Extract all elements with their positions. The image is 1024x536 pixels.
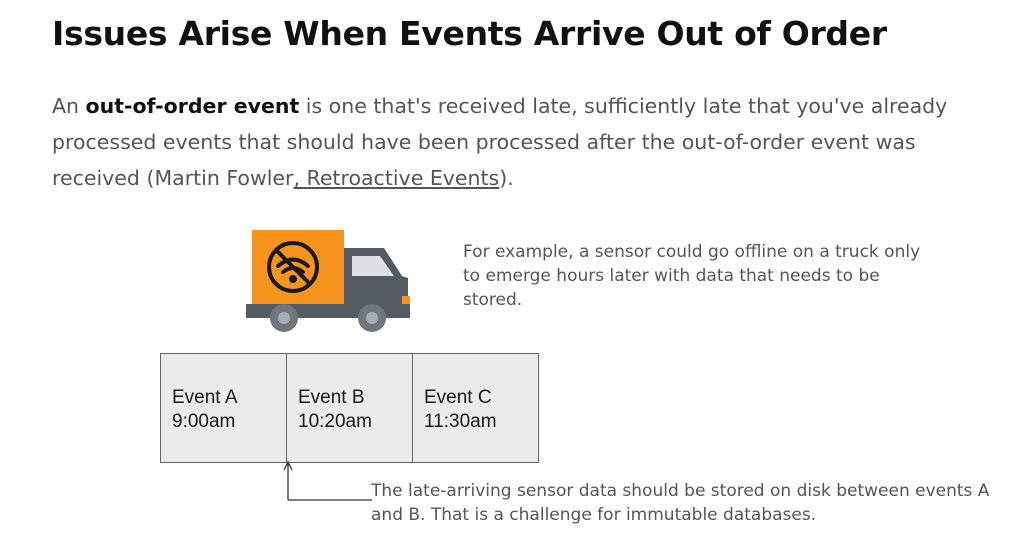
- event-c-name: Event C: [424, 387, 492, 408]
- insertion-arrow: [283, 460, 372, 501]
- example-text: For example, a sensor could go offline o…: [463, 242, 921, 310]
- wifi-off-icon: [267, 241, 319, 293]
- truck-hub-front: [366, 312, 378, 324]
- event-a: Event A 9:00am: [161, 354, 287, 462]
- event-c: Event C 11:30am: [413, 354, 538, 462]
- intro-body: is one that's received late, sufficientl…: [52, 94, 948, 190]
- event-b-time: 10:20am: [298, 411, 372, 432]
- event-a-time: 9:00am: [172, 411, 236, 432]
- event-c-time: 11:30am: [424, 411, 497, 432]
- event-b-name: Event B: [298, 387, 365, 408]
- event-a-name: Event A: [172, 387, 238, 408]
- truck-hub-rear: [278, 312, 290, 324]
- intro-bold-term: out-of-order event: [85, 94, 300, 118]
- truck-window: [352, 256, 394, 276]
- event-timeline: Event A 9:00am Event B 10:20am Event C 1…: [160, 353, 539, 463]
- intro-tail: ).: [499, 166, 514, 190]
- truck-icon: [246, 230, 410, 332]
- intro-lead: An: [52, 94, 86, 118]
- retroactive-events-link[interactable]: , Retroactive Events: [293, 166, 500, 190]
- page-title: Issues Arise When Events Arrive Out of O…: [52, 14, 887, 53]
- note-text: The late-arriving sensor data should be …: [371, 481, 990, 525]
- event-b: Event B 10:20am: [287, 354, 413, 462]
- intro-paragraph: An out-of-order event is one that's rece…: [52, 88, 952, 196]
- truck-light: [402, 296, 410, 304]
